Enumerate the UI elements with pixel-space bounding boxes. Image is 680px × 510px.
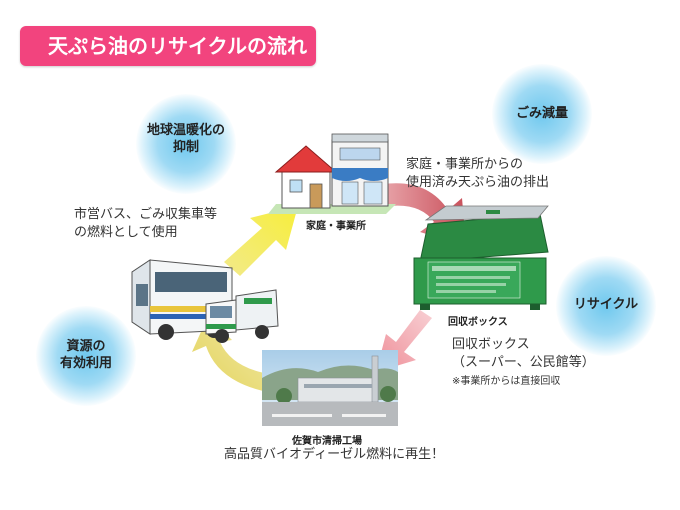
plant-caption: 佐賀市清掃工場 [292, 436, 362, 447]
glow-global-warming [136, 94, 236, 194]
benefit-global-warming-line2: 抑制 [172, 140, 199, 155]
box-note: ※事業所からは直接回収 [452, 376, 561, 387]
glow-waste-reduction [492, 64, 592, 164]
houses-description-line2: 使用済み天ぷら油の排出 [406, 175, 550, 190]
houses-illustration [268, 133, 396, 214]
benefit-global-warming-line1: 地球温暖化の [146, 123, 225, 138]
benefit-resources: 資源の 有効利用 [26, 338, 146, 372]
benefit-global-warming: 地球温暖化の 抑制 [126, 122, 246, 156]
box-description-line1: 回収ボックス [452, 337, 530, 352]
arrow-vehicles-to-houses [224, 206, 298, 276]
box-description-line2: （スーパー、公民館等） [452, 355, 595, 370]
benefit-waste-reduction: ごみ減量 [515, 106, 568, 121]
vehicles-description-line1: 市営バス、ごみ収集車等 [74, 207, 218, 222]
box-description: 回収ボックス （スーパー、公民館等） [452, 336, 595, 372]
vehicles-illustration [131, 259, 279, 343]
glow-resources [36, 306, 136, 406]
collection-box-illustration [413, 205, 549, 310]
benefit-recycle: リサイクル [573, 297, 639, 312]
plant-photo [262, 350, 398, 426]
houses-description: 家庭・事業所からの 使用済み天ぷら油の排出 [406, 156, 549, 192]
vehicles-description-line2: の燃料として使用 [74, 225, 178, 240]
glow-recycle [556, 256, 656, 356]
benefit-resources-line1: 資源の [66, 339, 106, 354]
page-title: 天ぷら油のリサイクルの流れ [20, 26, 316, 66]
houses-caption: 家庭・事業所 [306, 221, 366, 232]
houses-description-line1: 家庭・事業所からの [406, 157, 524, 172]
plant-description: 高品質バイオディーゼル燃料に再生！ [224, 447, 445, 462]
vehicles-description: 市営バス、ごみ収集車等 の燃料として使用 [74, 206, 217, 242]
benefit-resources-line2: 有効利用 [59, 356, 112, 371]
box-caption: 回収ボックス [448, 317, 508, 328]
